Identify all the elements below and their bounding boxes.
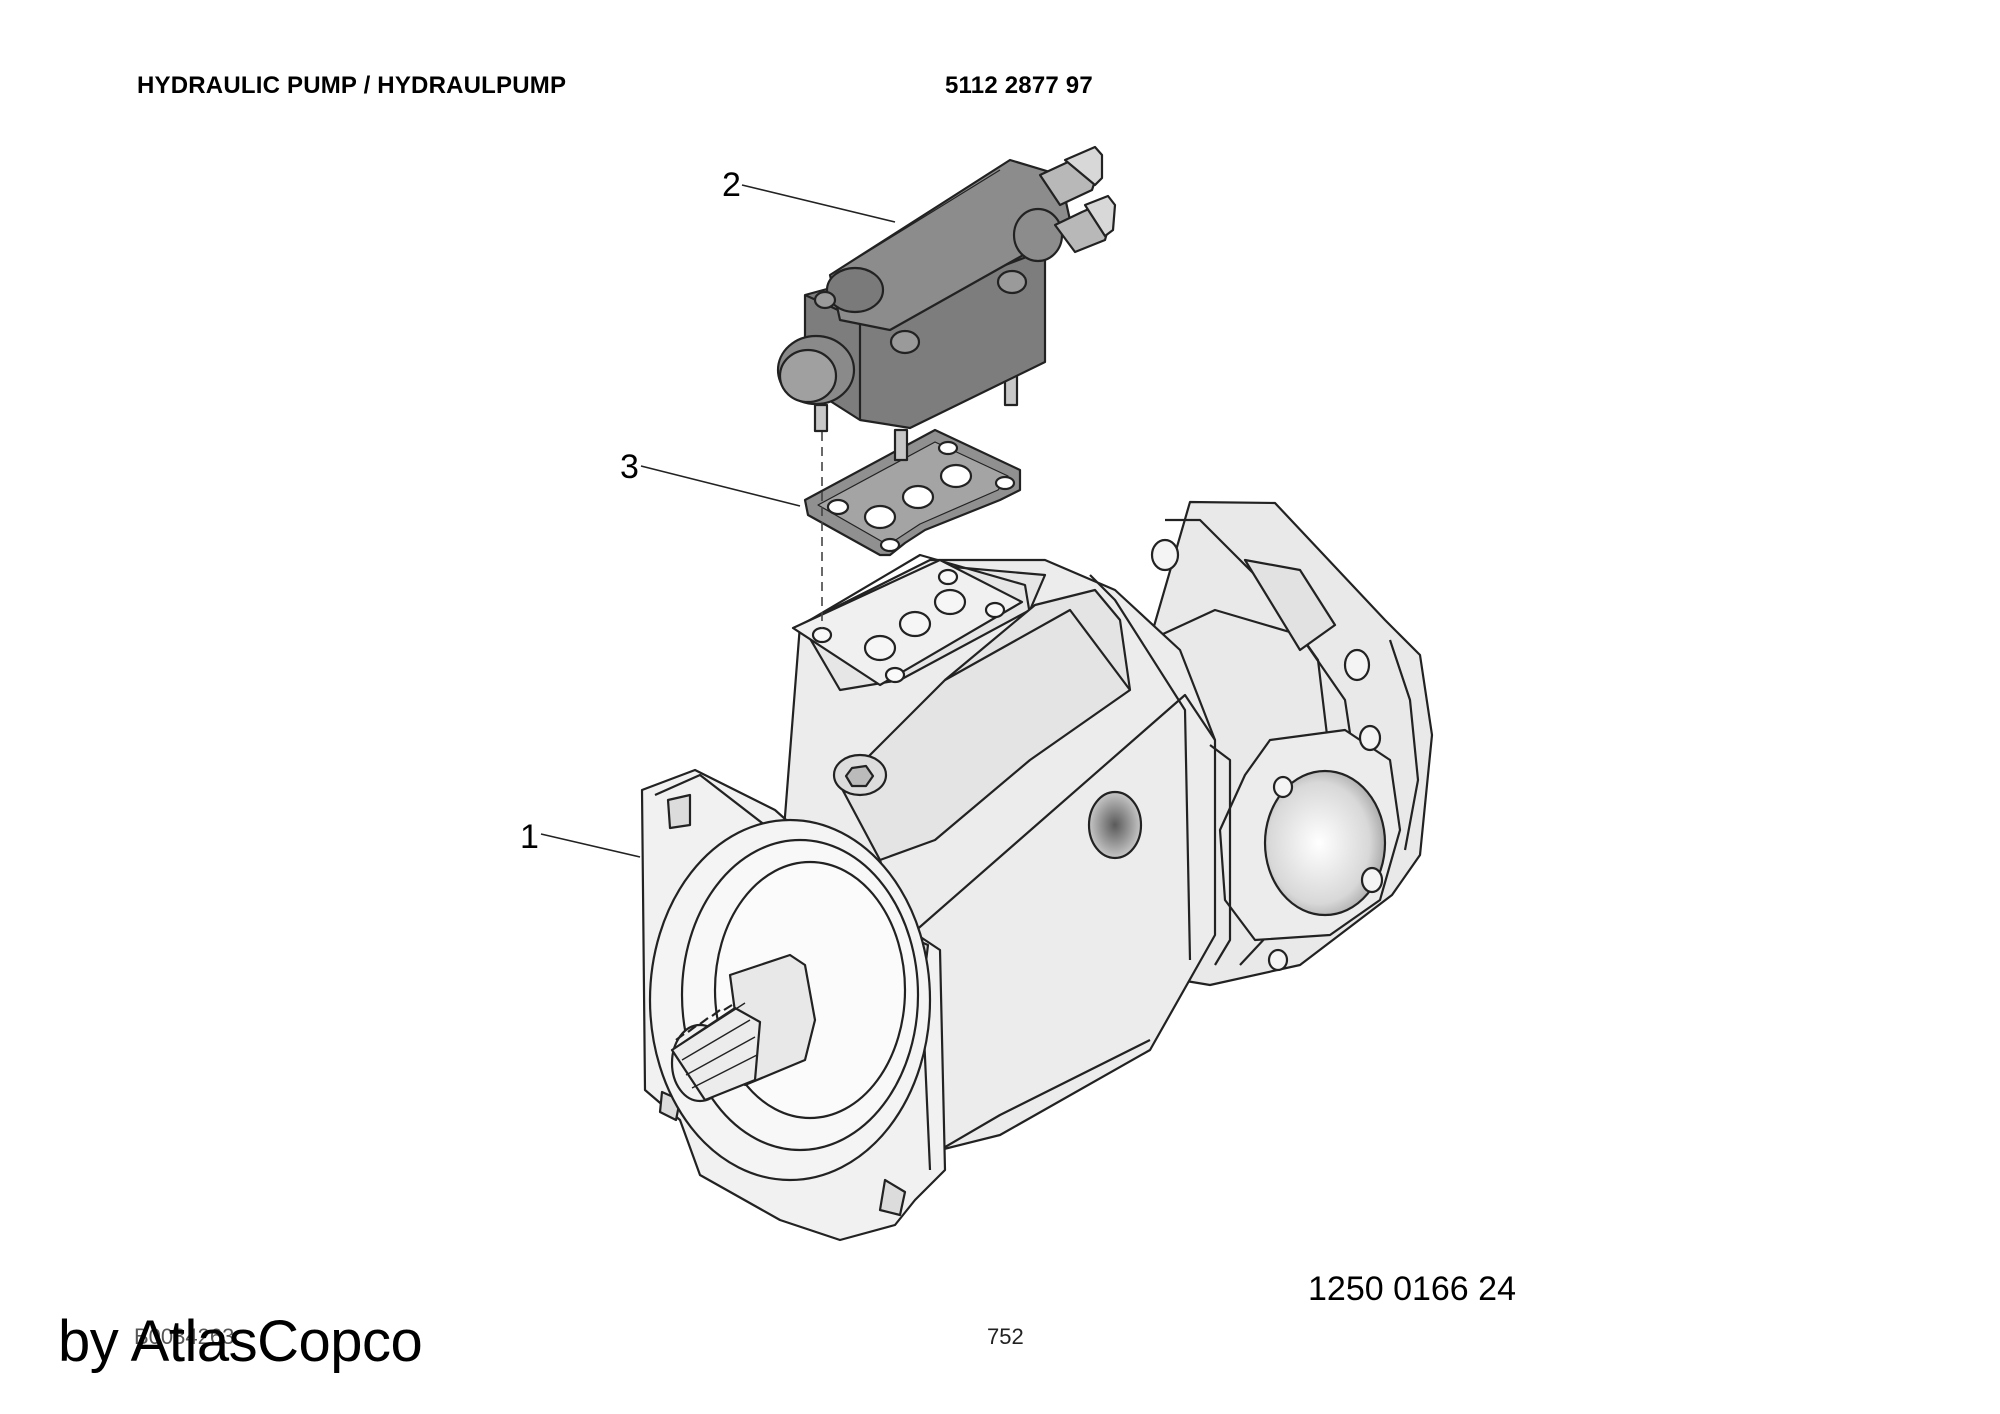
- callout-1-label: 1: [520, 818, 539, 856]
- drawing-code: B0034263: [134, 1324, 235, 1349]
- control-valve: [776, 145, 1117, 462]
- document-title: HYDRAULIC PUMP / HYDRAULPUMP: [137, 72, 567, 99]
- hydraulic-pump-body: [640, 500, 1434, 1242]
- callout-3-label: 3: [620, 448, 639, 486]
- part-number: 5112 2877 97: [945, 72, 1093, 99]
- atlascopco-watermark: by AtlasCopco: [58, 1309, 423, 1374]
- callout-2: 2: [722, 166, 896, 223]
- callout-1: 1: [520, 818, 641, 858]
- callout-2-label: 2: [722, 166, 741, 204]
- page-number: 752: [987, 1324, 1024, 1349]
- gasket-plate: [803, 428, 1022, 557]
- callout-3: 3: [620, 448, 801, 507]
- assembly-number: 1250 0166 24: [1308, 1270, 1516, 1308]
